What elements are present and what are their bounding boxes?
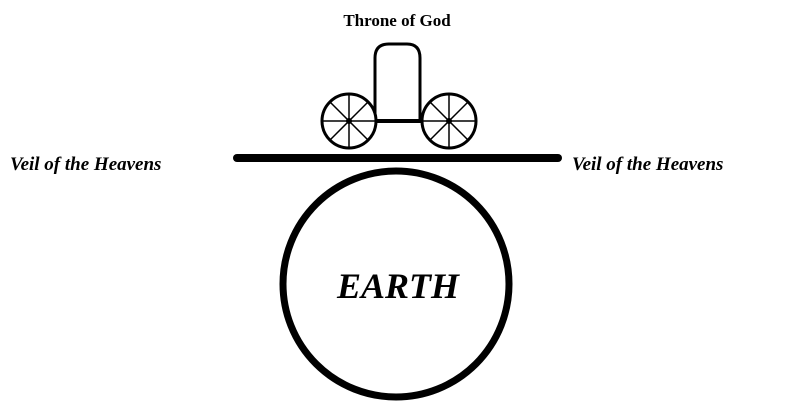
throne-seat	[375, 44, 420, 121]
earth-label: EARTH	[336, 266, 460, 306]
veil-label-right: Veil of the Heavens	[572, 154, 723, 175]
right-wheel	[422, 94, 476, 148]
left-wheel	[322, 94, 376, 148]
veil-label-left: Veil of the Heavens	[10, 154, 161, 175]
throne-label: Throne of God	[343, 11, 451, 30]
throne-chariot	[322, 44, 476, 148]
